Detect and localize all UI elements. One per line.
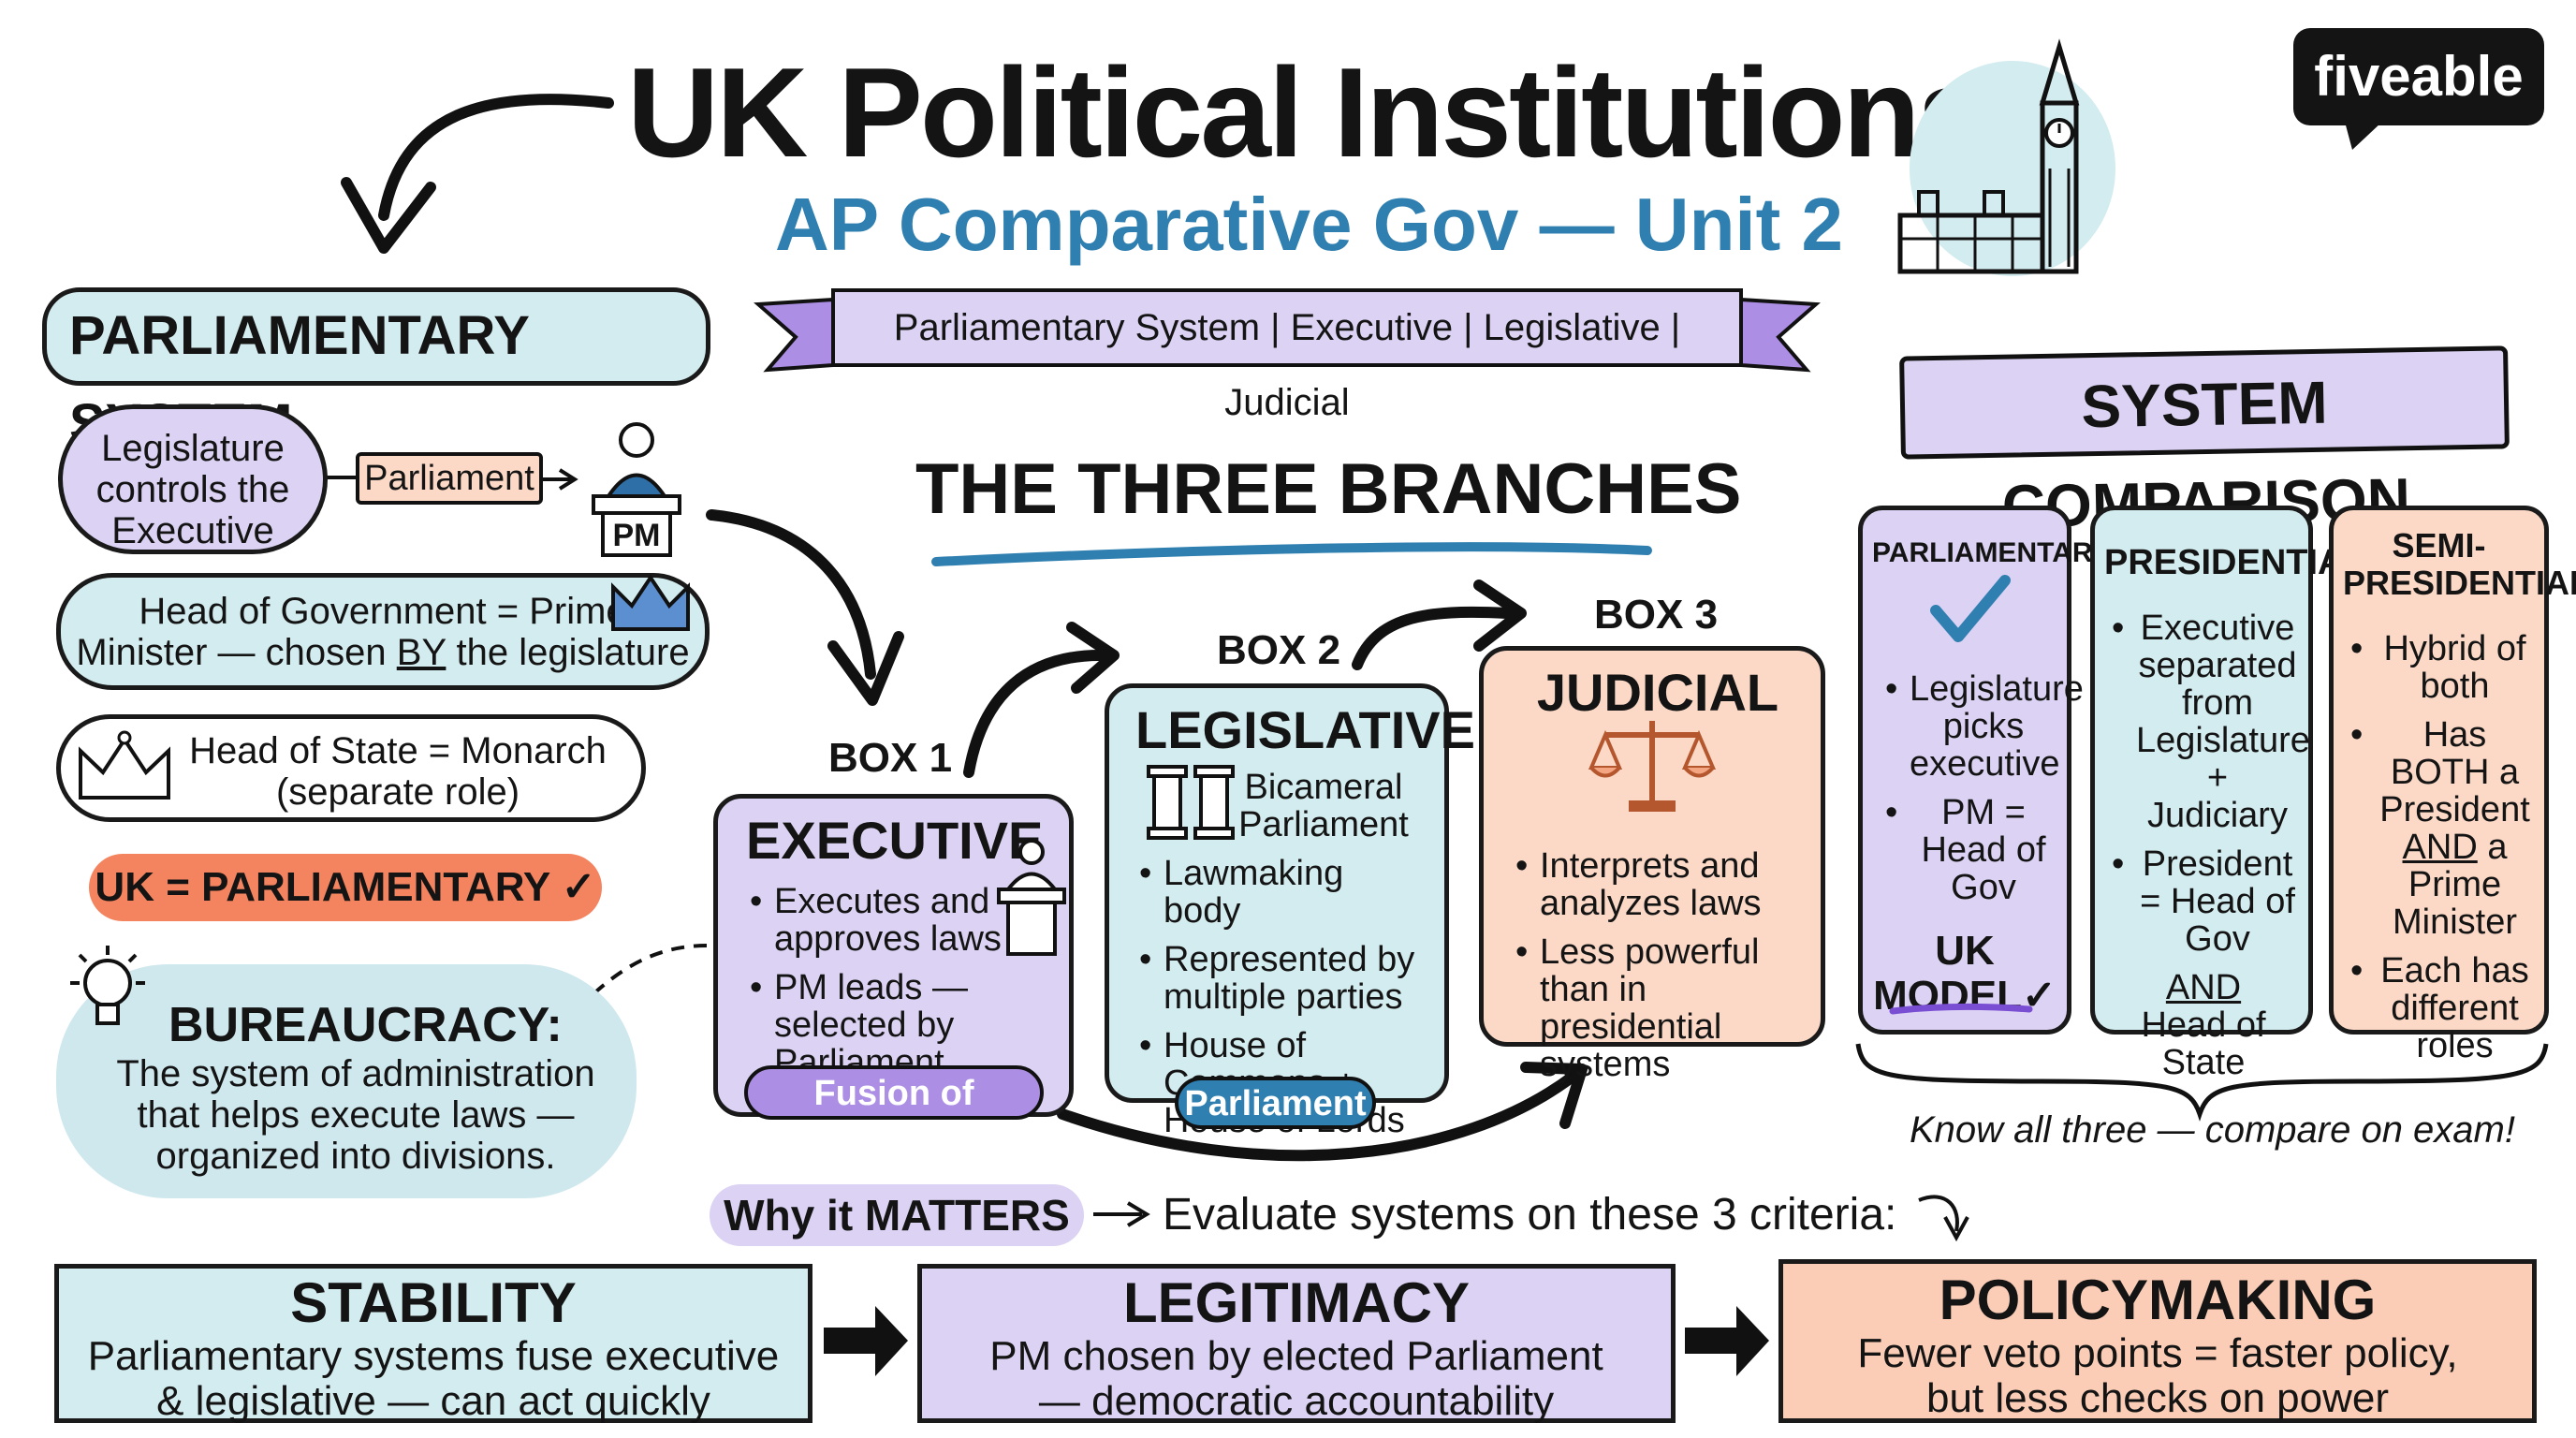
criterion-text-line-2: but less checks on power [1925, 1375, 2390, 1421]
criterion-text-line-2: — democratic accountability [1038, 1378, 1555, 1424]
executive-title: EXECUTIVE [746, 811, 1044, 870]
legislative-sub-line-2: Parliament [1238, 805, 1409, 844]
crown-icon-blue [611, 574, 690, 631]
uk-model-line-1: UK [1935, 928, 1995, 974]
box3-label: BOX 3 [1594, 592, 1719, 638]
comparison-presidential-points: Executive separated from Legislature + J… [2112, 609, 2310, 958]
head-gov-line-1: Head of Government = Prime [139, 591, 627, 632]
bureaucracy-line-3: organized into divisions. [155, 1136, 556, 1177]
big-ben-icon [1897, 38, 2115, 276]
criterion-text-line-1: Fewer veto points = faster policy, [1857, 1330, 2458, 1376]
parliament-tag: Parliament [356, 452, 543, 505]
criterion-text-line-1: PM chosen by elected Parliament [989, 1333, 1603, 1379]
executive-point: PM leads — selected by Parliament [750, 969, 1022, 1081]
checkmark-icon [1930, 575, 2011, 642]
ribbon-banner: Parliamentary System | Executive | Legis… [893, 307, 1681, 423]
box2-label: BOX 2 [1217, 627, 1341, 673]
head-of-government-box: Head of Government = Prime Minister — ch… [56, 573, 710, 690]
crown-icon-outline [79, 730, 170, 800]
comparison-brace [1855, 1043, 2549, 1122]
uk-parliamentary-badge: UK = PARLIAMENTARY ✓ [89, 854, 602, 921]
three-branches-heading: THE THREE BRANCHES [915, 449, 1742, 529]
comparison-point: Executive separated from Legislature + J… [2112, 609, 2310, 834]
judicial-points: Interprets and analyzes laws Less powerf… [1512, 847, 1804, 1083]
legislative-title: LEGISLATIVE [1135, 700, 1475, 759]
bureaucracy-title: BUREAUCRACY: [168, 998, 563, 1052]
legislative-sub: Bicameral Parliament [1135, 769, 1427, 844]
semi-title-line-1: SEMI- [2392, 526, 2486, 565]
comparison-point: PM = Head of Gov [1885, 794, 2057, 906]
comparison-parliamentary-column: PARLIAMENTARY Legislature picks executiv… [1858, 506, 2111, 1034]
bureaucracy-line-1: The system of administration [116, 1053, 595, 1094]
bureaucracy-text: The system of administration that helps … [94, 1053, 618, 1177]
bureaucracy-line-2: that helps execute laws — [137, 1094, 575, 1136]
by-emphasis: BY [396, 632, 446, 673]
presidential-extra-line-2: State [2161, 1043, 2246, 1082]
pm-podium-icon [592, 422, 681, 557]
brand-logo: fiveable [2293, 28, 2544, 125]
comparison-point: President = Head of Gov [2112, 845, 2299, 958]
title-arrow [378, 94, 614, 221]
fusion-of-powers-tag: Fusion of Powers [744, 1065, 1044, 1162]
presidential-extra: AND Head of State [2108, 969, 2299, 1081]
pm-tag: PM [612, 518, 661, 553]
criterion-title: LEGITIMACY [1123, 1271, 1470, 1334]
head-state-line-2: (separate role) [275, 771, 520, 813]
criterion-policymaking: POLICYMAKING Fewer veto points = faster … [1778, 1259, 2537, 1423]
comparison-point: Has BOTH a President AND a Prime Ministe… [2350, 716, 2535, 941]
box1-label: BOX 1 [828, 735, 953, 781]
parliament-tag-blue: Parliament [1175, 1077, 1376, 1129]
criterion-stability: STABILITY Parliamentary systems fuse exe… [54, 1264, 812, 1424]
comparison-point: Hybrid of both [2350, 630, 2535, 705]
judicial-point: Interprets and analyzes laws [1515, 847, 1804, 922]
why-it-matters-tag: Why it MATTERS [710, 1184, 1084, 1246]
criterion-title: POLICYMAKING [1939, 1269, 2377, 1331]
legislative-box: LEGISLATIVE Bicameral Parliament Lawmaki… [1105, 683, 1475, 1139]
legislative-point: Lawmaking body [1139, 855, 1427, 930]
comparison-semi-points: Hybrid of both Has BOTH a President AND … [2350, 630, 2535, 1064]
lightbulb-icon [70, 946, 145, 1025]
comparison-point: Each has different roles [2350, 952, 2535, 1064]
comparison-presidential-title: PRESIDENTIAL [2104, 543, 2365, 582]
page-title: UK Political Institutions [627, 41, 1988, 183]
brand-logo-tail [2345, 122, 2382, 150]
semi-title-line-2: PRESIDENTIAL [2343, 564, 2576, 602]
ribbon-banner-shape [754, 288, 1821, 373]
scales-of-justice-icon [1588, 721, 1717, 812]
comparison-parliamentary-title: PARLIAMENTARY [1872, 537, 2111, 568]
legislative-point: Represented by multiple parties [1139, 941, 1427, 1016]
legislative-sub-line-1: Bicameral [1244, 768, 1403, 807]
criterion-text-line-2: & legislative — can act quickly [156, 1378, 710, 1424]
executive-point: Executes and approves laws [750, 883, 1022, 958]
criterion-legitimacy: LEGITIMACY PM chosen by elected Parliame… [917, 1264, 1676, 1424]
and-emphasis: AND [2402, 828, 2478, 867]
judicial-title: JUDICIAL [1536, 663, 1779, 722]
comparison-point: Legislature picks executive [1885, 670, 2084, 783]
judicial-point: Less powerful than in presidential syste… [1515, 933, 1804, 1083]
criteria-intro: Evaluate systems on these 3 criteria: [1163, 1190, 1897, 1240]
parliamentary-heading: PARLIAMENTARY SYSTEM [42, 287, 710, 454]
criterion-text-line-1: Parliamentary systems fuse executive [87, 1333, 780, 1379]
comparison-semi-title: SEMI- PRESIDENTIAL [2343, 526, 2576, 602]
legislature-bubble: Legislature controls the Executive [58, 404, 328, 554]
presidential-extra-line-1: Head of [2141, 1005, 2266, 1045]
judicial-box: JUDICIAL Interprets and analyzes laws Le… [1479, 646, 1825, 1083]
and-emphasis: AND [2165, 968, 2242, 1007]
criterion-title: STABILITY [290, 1271, 577, 1334]
uk-model-underline [1889, 1003, 2033, 1015]
comparison-heading: SYSTEM COMPARISON [1899, 345, 2510, 540]
head-gov-line-2: Minister — chosen BY the legislature [76, 632, 690, 673]
comparison-note: Know all three — compare on exam! [1910, 1109, 2515, 1151]
podium-speaker-icon [997, 839, 1066, 956]
bureaucracy-cloud [56, 964, 637, 1198]
columns-icon [1147, 765, 1235, 840]
comparison-presidential-column: PRESIDENTIAL Executive separated from Le… [2090, 506, 2365, 1081]
head-state-line-1: Head of State = Monarch [189, 730, 607, 771]
page-subtitle: AP Comparative Gov — Unit 2 [775, 183, 1844, 266]
branches-underline [931, 542, 1652, 566]
comparison-semi-column: SEMI- PRESIDENTIAL Hybrid of both Has BO… [2329, 506, 2576, 1064]
comparison-parliamentary-points: Legislature picks executive PM = Head of… [1885, 670, 2084, 906]
